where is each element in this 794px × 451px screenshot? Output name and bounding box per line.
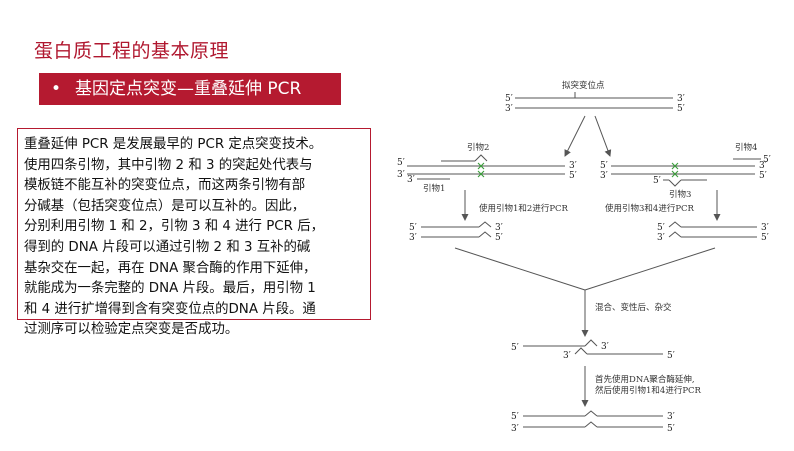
pcr-left-label: 使用引物1和2进行PCR (479, 203, 569, 214)
body-line: 分别利用引物 1 和 2，引物 3 和 4 进行 PCR 后， (24, 219, 324, 235)
end-label: 3′ (563, 351, 571, 361)
end-label: 3′ (409, 233, 417, 243)
hybrid-bulge (574, 347, 588, 355)
right-product-bulge (668, 231, 682, 238)
split-arrow-left (564, 115, 586, 157)
end-label: 3′ (601, 342, 609, 352)
end-label: 5′ (653, 176, 661, 186)
end-label: 5′ (761, 233, 769, 243)
mutation-mark (671, 162, 679, 170)
body-line: 基杂交在一起，再在 DNA 聚合酶的作用下延伸， (24, 260, 317, 276)
end-label: 3′ (407, 175, 415, 185)
primer1-label: 引物1 (423, 183, 445, 194)
mutation-mark (477, 162, 485, 170)
end-label: 5′ (409, 223, 417, 233)
end-label: 3′ (397, 170, 405, 180)
primer4-label: 引物4 (735, 142, 757, 153)
description-box: 重叠延伸 PCR 是发展最早的 PCR 定点突变技术。 使用四条引物，其中引物 … (17, 128, 371, 337)
body-line: 分碱基（包括突变位点）是可以互补的。因此， (24, 198, 306, 214)
mutation-site-label: 拟突变位点 (562, 80, 605, 91)
end-label: 3′ (511, 424, 519, 434)
left-product-bulge (478, 231, 492, 238)
body-line: 过测序可以检验定点突变是否成功。 (24, 322, 239, 338)
primer2-label: 引物2 (467, 142, 489, 153)
end-label: 3′ (600, 171, 608, 181)
hybrid-bulge (584, 339, 598, 347)
mix-step-label: 混合、变性后、杂交 (595, 302, 672, 313)
end-label: 5′ (667, 351, 675, 361)
body-line: 得到的 DNA 片段可以通过引物 2 和 3 互补的碱 (24, 239, 311, 255)
end-label: 5′ (763, 155, 771, 165)
end-label: 3′ (667, 412, 675, 422)
end-label: 3′ (657, 233, 665, 243)
extend-step-label-1: 首先使用DNA聚合酶延伸, (595, 374, 695, 385)
overlap-pcr-diagram: 拟突变位点 5′ 3′ 3′ 5′ 引物2 5′ 3′ 3′ 5′ 3′ 引物1… (395, 80, 794, 447)
end-label: 5′ (397, 158, 405, 168)
primer3-label: 引物3 (669, 189, 691, 200)
subtitle-text: 基因定点突变—重叠延伸 PCR (75, 79, 302, 99)
subtitle-bar: • 基因定点突变—重叠延伸 PCR (39, 73, 341, 105)
body-line: 就能成为一条完整的 DNA 片段。最后，用引物 1 (24, 281, 316, 297)
end-label: 3′ (677, 94, 685, 104)
end-label: 5′ (759, 171, 767, 181)
primer2-bulge (474, 154, 488, 162)
left-product-bulge (478, 221, 492, 228)
end-label: 5′ (657, 223, 665, 233)
merge-line-right (584, 247, 716, 291)
body-line: 使用四条引物，其中引物 2 和 3 的突起处代表与 (24, 157, 313, 173)
end-label: 3′ (761, 223, 769, 233)
right-product-bulge (668, 221, 682, 228)
mutation-mark (671, 170, 679, 178)
body-line: 重叠延伸 PCR 是发展最早的 PCR 定点突变技术。 (24, 137, 323, 152)
mutation-mark (477, 170, 485, 178)
end-label: 5′ (495, 233, 503, 243)
merge-line-left (454, 247, 586, 291)
end-label: 5′ (677, 104, 685, 114)
end-label: 5′ (667, 424, 675, 434)
primer3-bulge (668, 179, 682, 187)
slide-title: 蛋白质工程的基本原理 (34, 40, 230, 62)
end-label: 3′ (505, 104, 513, 114)
final-bulge (584, 421, 598, 428)
bullet: • (51, 79, 62, 99)
end-label: 5′ (569, 171, 577, 181)
pcr-right-label: 使用引物3和4进行PCR (605, 203, 695, 214)
body-line: 和 4 进行扩增得到含有突变位点的DNA 片段。通 (24, 301, 316, 317)
split-arrow-right (594, 115, 612, 157)
end-label: 5′ (505, 94, 513, 104)
final-bulge (584, 410, 598, 417)
end-label: 5′ (600, 161, 608, 171)
end-label: 5′ (511, 412, 519, 422)
end-label: 3′ (495, 223, 503, 233)
extend-step-label-2: 然后使用引物1和4进行PCR (595, 385, 702, 396)
end-label: 5′ (511, 343, 519, 353)
end-label: 3′ (759, 161, 767, 171)
end-label: 3′ (569, 161, 577, 171)
body-line: 模板链不能互补的突变位点，而这两条引物有部 (24, 178, 306, 194)
